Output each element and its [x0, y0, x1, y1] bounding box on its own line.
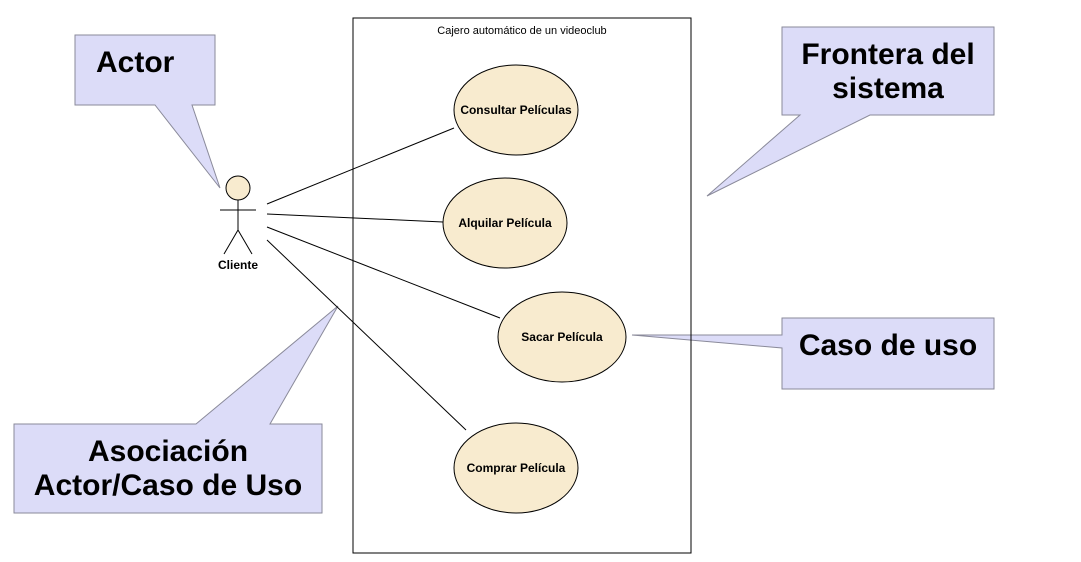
use-case-callout-text: Caso de uso [798, 329, 978, 362]
association-callout-shape [13, 305, 339, 514]
use-case-label-consultar: Consultar Películas [460, 103, 572, 117]
use-case-label-alquilar: Alquilar Película [458, 216, 552, 230]
associations [266, 127, 501, 431]
association-comprar [266, 239, 467, 431]
use-case-label-comprar: Comprar Película [466, 461, 566, 475]
use-case-sacar [497, 291, 627, 383]
use-case-callout-shape [631, 317, 995, 390]
association-consultar [266, 127, 455, 205]
boundary-callout-shape [706, 26, 995, 197]
system-title: Cajero automático de un videoclub [437, 25, 607, 37]
boundary-callout-line1: Frontera del [801, 38, 975, 71]
use-case-comprar [453, 422, 579, 514]
association-callout-text: Asociación Actor/Caso de Uso [14, 432, 322, 506]
actor-callout-text: Actor [96, 46, 175, 79]
boundary-callout-line2: sistema [832, 72, 944, 105]
use-case-label-sacar: Sacar Película [521, 330, 603, 344]
actor-head [225, 175, 251, 201]
actor-name: Cliente [217, 258, 258, 272]
association-callout-line2: Actor/Caso de Uso [33, 469, 303, 502]
use-case-consultar [453, 64, 579, 156]
actor-figure [220, 175, 256, 255]
boundary-callout-text: Frontera del sistema [782, 36, 994, 108]
use-case-alquilar [442, 177, 568, 269]
system-boundary [352, 17, 692, 554]
association-alquilar [266, 213, 444, 223]
actor-callout-shape [74, 34, 221, 189]
association-callout-line1: Asociación [87, 435, 249, 468]
association-sacar [266, 226, 501, 319]
